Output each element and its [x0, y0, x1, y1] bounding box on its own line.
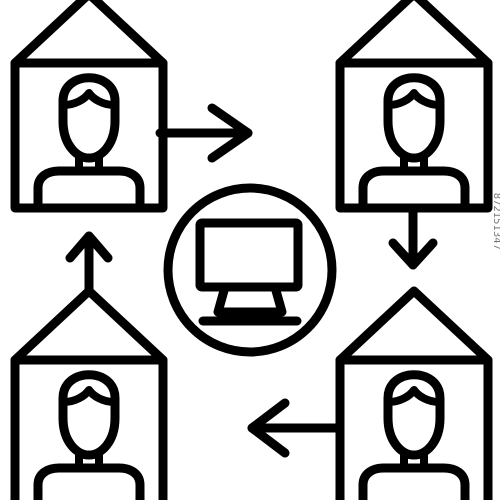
- house-bottom-left: [15, 291, 163, 500]
- arrow-down-icon: [388, 205, 438, 270]
- computer-monitor-icon: [163, 183, 337, 357]
- house-top-right: [340, 0, 488, 208]
- arrow-up-icon: [65, 231, 113, 295]
- house-bottom-right: [340, 291, 488, 500]
- arrow-right-icon: [155, 103, 253, 163]
- house-top-left: [15, 0, 163, 208]
- watermark-id: 872151347: [490, 192, 500, 250]
- arrow-left-icon: [247, 398, 343, 458]
